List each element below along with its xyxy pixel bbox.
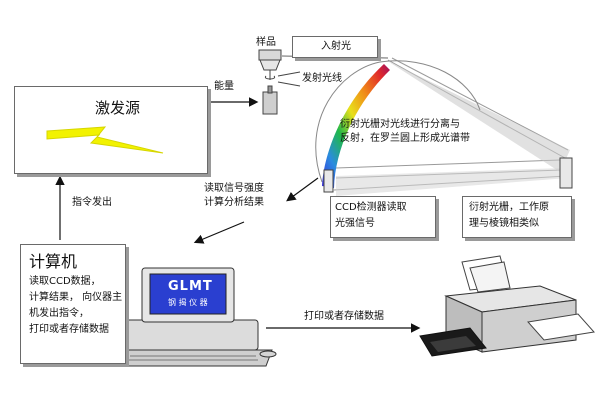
rowland-circle: [315, 60, 481, 183]
laser-source-box: 激发源: [14, 86, 208, 174]
print-store-label: 打印或者存储数据: [304, 311, 384, 322]
laser-title: 激发源: [95, 99, 141, 117]
read-signal-label-1: 读取信号强度: [204, 183, 264, 194]
diffraction-grating: [559, 157, 573, 189]
ccd-label-1: CCD检测器读取: [335, 202, 407, 213]
arrow-read-signal: [286, 177, 319, 202]
diffraction-note-2: 反射，在罗兰圆上形成光谱带: [340, 133, 470, 144]
computer-title: 计算机: [29, 252, 78, 271]
computer-line-4: 打印或者存储数据: [29, 324, 109, 335]
computer-line-3: 机发出指令，: [29, 308, 89, 319]
emission-lines: [277, 71, 301, 87]
instruction-label: 指令发出: [72, 197, 112, 208]
diffraction-note-1: 衍射光栅对光线进行分离与: [340, 119, 460, 130]
sample-label: 样品: [256, 37, 276, 48]
lightning-bolt-icon: [46, 126, 164, 154]
ccd-detector: [323, 169, 334, 193]
beam-shade: [386, 60, 570, 172]
screen-brand: GLMT: [168, 279, 213, 294]
printer-illustration: [419, 255, 595, 357]
ccd-label-2: 光强信号: [335, 218, 375, 229]
grating-label-2: 理与棱镜相类似: [469, 218, 539, 229]
computer-illustration: [111, 267, 277, 367]
grating-label-1: 衍射光栅，工作原: [469, 202, 549, 213]
computer-box: 计算机 读取CCD数据， 计算结果， 向仪器主 机发出指令， 打印或者存储数据: [20, 244, 126, 364]
beam-shade-lower: [336, 168, 568, 196]
sample-stand: [258, 49, 282, 80]
arrow-to-computer: [193, 221, 245, 244]
incident-light-box: 入射光: [292, 36, 378, 58]
screen-sub: 钢 揭 仪 器: [168, 298, 208, 307]
computer-line-2: 计算结果， 向仪器主: [29, 292, 123, 303]
ccd-box: CCD检测器读取 光强信号: [330, 196, 436, 238]
lamp-electrode: [262, 85, 278, 115]
incident-light-label: 入射光: [321, 41, 351, 52]
energy-label: 能量: [214, 81, 234, 92]
read-signal-label-2: 计算分析结果: [204, 197, 264, 208]
grating-box: 衍射光栅，工作原 理与棱镜相类似: [462, 196, 572, 238]
computer-line-1: 读取CCD数据，: [29, 276, 101, 287]
emitted-line-label: 发射光线: [302, 73, 342, 84]
